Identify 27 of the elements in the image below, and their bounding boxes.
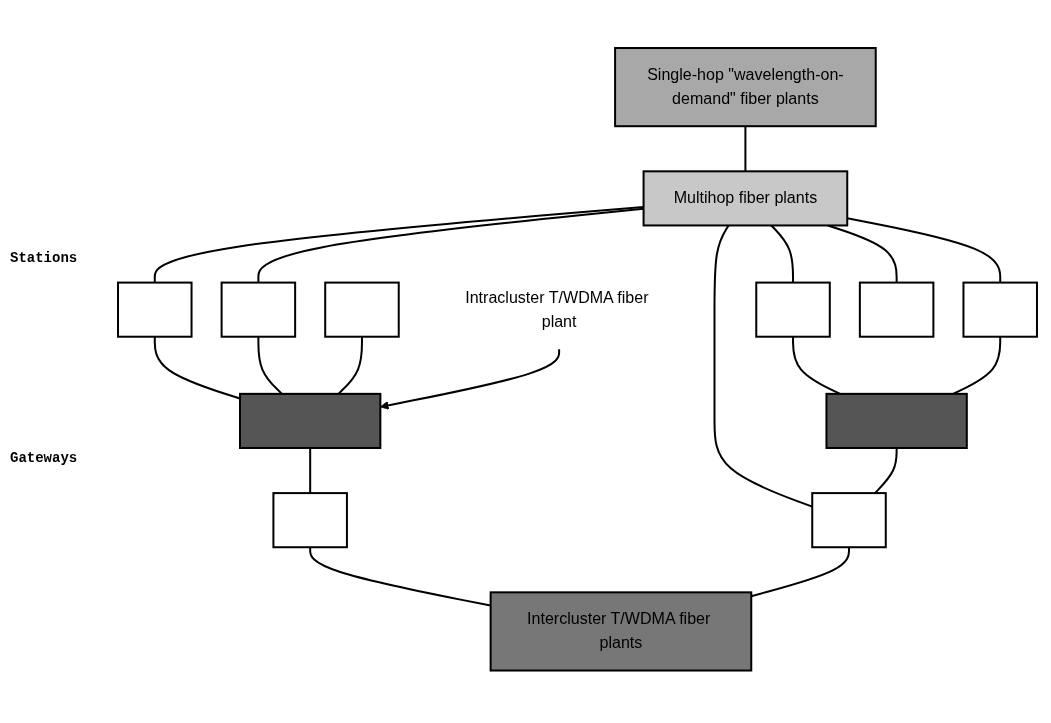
node-box bbox=[962, 281, 1038, 338]
connector bbox=[337, 335, 363, 396]
connector bbox=[792, 335, 842, 396]
node-box: Single-hop "wavelength-on-demand" fiber plants bbox=[614, 47, 877, 128]
connector bbox=[826, 224, 898, 284]
connector bbox=[257, 335, 283, 396]
node-text: Intracluster T/WDMA fiber plant bbox=[465, 288, 649, 330]
node-bar bbox=[825, 393, 968, 450]
node-bar bbox=[239, 393, 382, 450]
connector bbox=[153, 335, 241, 400]
connector bbox=[750, 546, 850, 598]
connector bbox=[874, 447, 898, 495]
connector bbox=[309, 447, 312, 495]
connector bbox=[952, 335, 1002, 396]
node-box bbox=[755, 281, 831, 338]
node-box: Multihop fiber plants bbox=[642, 170, 849, 227]
row-label: Gateways bbox=[10, 450, 78, 466]
node-box: Intercluster T/WDMA fiber plants bbox=[489, 591, 753, 672]
connector bbox=[770, 224, 795, 284]
node-box bbox=[272, 492, 348, 549]
node-box bbox=[117, 281, 193, 338]
node-box bbox=[811, 492, 887, 549]
node-box bbox=[220, 281, 297, 338]
node-box bbox=[858, 281, 935, 338]
node-box bbox=[324, 281, 400, 338]
connector bbox=[744, 125, 747, 173]
row-label: Stations bbox=[10, 250, 78, 266]
